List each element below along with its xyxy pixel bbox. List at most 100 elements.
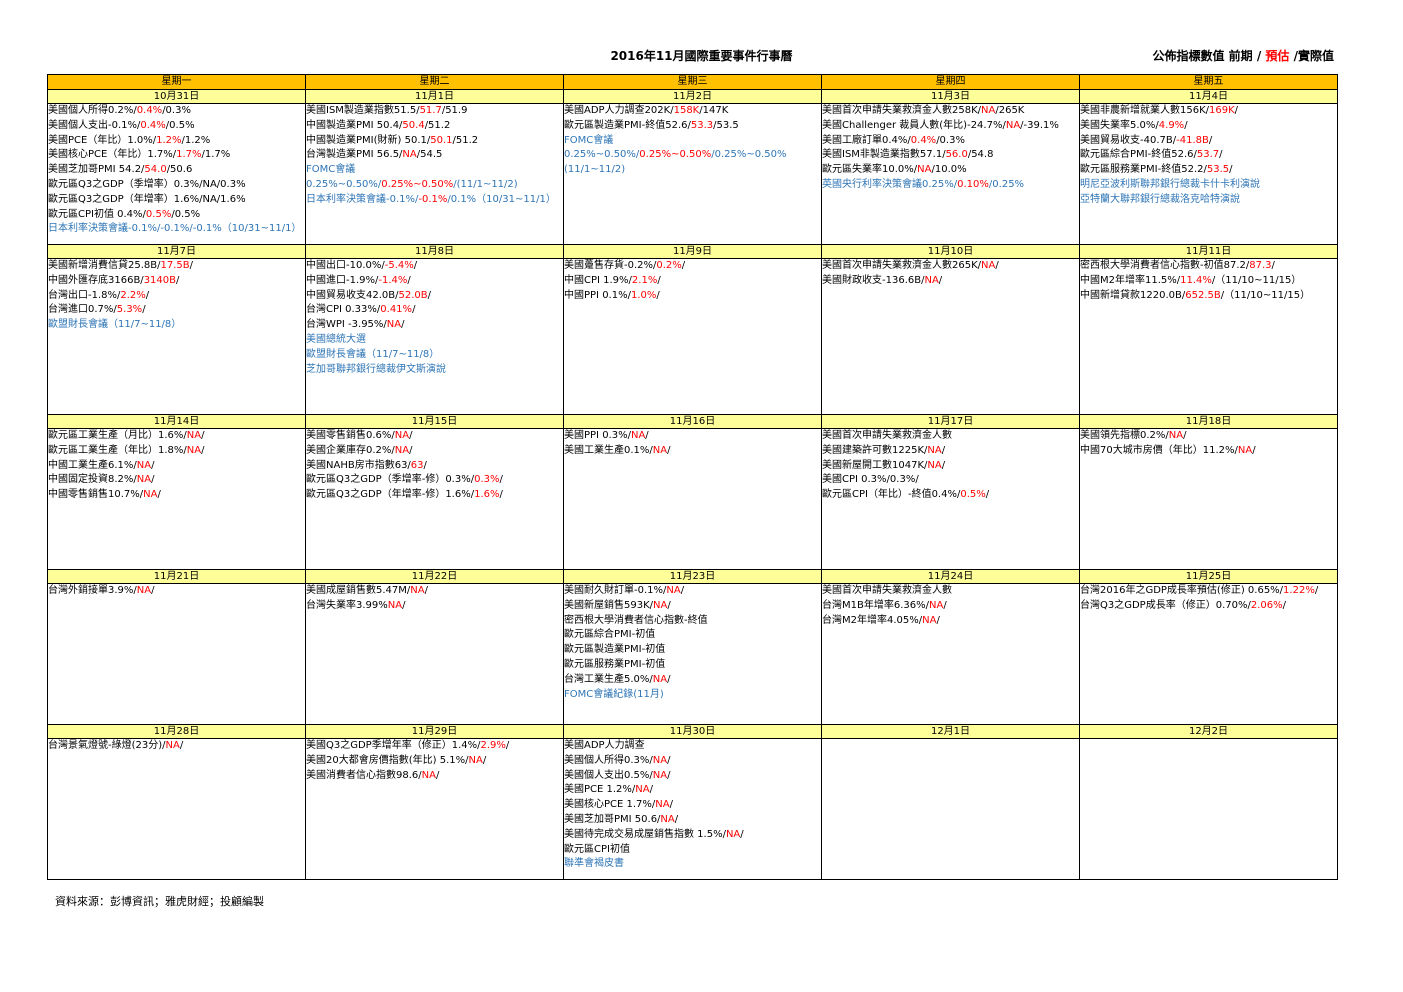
forecast-value: 3140B (143, 274, 176, 286)
event-line: 美國ISM製造業指數51.5/51.7/51.9 (307, 105, 563, 119)
event-note: FOMC會議0.25%~0.50%/ (306, 164, 382, 190)
forecast-value: 1.22% (1283, 585, 1315, 596)
event-line: 美國個人支出0.5%/NA/ (564, 769, 821, 784)
event-text: 歐元區Q3之GDP（季增率-修）0.3%/ (306, 474, 475, 486)
event-line: 美國Q3之GDP季增年率（修正）1.4%/2.9%/ (307, 740, 563, 754)
event-line: 聯準會褐皮書 (565, 857, 821, 872)
forecast-value: NA (136, 459, 152, 471)
events-row: 美國個人所得0.2%/0.4%/0.3%美國個人支出-0.1%/0.4%/0.5… (47, 103, 1338, 245)
event-note: /0.25%~0.50%(11/1~11/2) (564, 149, 787, 176)
events-row: 台灣景氣燈號-綠燈(23分)/ NA / 美國Q3之GDP季增年率（修正）1.4%/2… (47, 738, 1338, 880)
event-text: / (985, 489, 990, 501)
event-text: / (142, 304, 146, 316)
event-line: 明尼亞波利斯聯邦銀行總裁卡什卡利演說 (1080, 178, 1337, 193)
forecast-value: 1.0% (630, 289, 657, 301)
event-text: 美國核心PCE（年比）1.7%/ (48, 149, 177, 161)
event-line: 美國零售銷售0.6%/NA/ (307, 430, 563, 444)
event-line: 歐元區綜合PMI-終值52.6/53.7/ (1081, 148, 1337, 163)
event-text: /51.9 (441, 105, 468, 116)
event-text: 歐元區服務業PMI-終值52.2/ (1080, 164, 1207, 176)
day-events-cell: 歐元區工業生產（月比）1.6%/NA/歐元區工業生產（年比）1.8%/NA/中國… (47, 428, 306, 570)
forecast-value: 0.4% (136, 105, 163, 116)
event-text: 美國工業生產0.1%/ (564, 444, 653, 456)
event-text: /0.5% (165, 119, 195, 131)
event-line: 美國新增消費信貸25.8B/17.5B/ (48, 260, 305, 274)
event-line: 密西根大學消費者信心指數-終值 (565, 614, 821, 629)
event-text: 美國PCE 1.2%/ (564, 784, 636, 796)
event-text: / (740, 828, 744, 840)
date-cell: 11月17日 (821, 414, 1080, 429)
event-text: /0.3% (936, 134, 965, 146)
forecast-value: 11.4% (1180, 274, 1212, 286)
event-line: 美國ADP人力調查 (565, 740, 821, 754)
event-text: 美國ISM非製造業指數57.1/ (822, 149, 946, 161)
event-text: 歐元區工業生產（月比）1.6%/ (48, 430, 187, 441)
forecast-value: NA (922, 614, 937, 626)
event-text: /（11/10~11/15） (1211, 274, 1302, 286)
forecast-value: NA (652, 754, 668, 766)
forecast-value: NA (468, 754, 483, 766)
event-note: 明尼亞波利斯聯邦銀行總裁卡什卡利演說 (1080, 178, 1261, 190)
forecast-value: -41.8B (1176, 134, 1209, 146)
event-note: 0.25%~0.50%/ (564, 149, 640, 161)
weekday-header: 星期五 (1079, 74, 1338, 90)
day-events-cell: 台灣外銷接單3.9%/NA/ (47, 583, 306, 725)
event-text: /0.3% (162, 105, 191, 116)
day-events-cell: 美國耐久財訂單-0.1%/NA/美國新屋銷售593K/NA/密西根大學消費者信心… (563, 583, 822, 725)
forecast-value: 87.3 (1249, 260, 1272, 271)
event-text: 中國CPI 1.9%/ (564, 274, 632, 286)
event-text: 台灣景氣燈號-綠燈(23分)/ (48, 740, 166, 751)
forecast-value: 50.1 (430, 134, 453, 146)
event-line: 歐元區服務業PMI-初值 (564, 658, 821, 673)
events-row: 台灣外銷接單3.9%/NA/美國成屋銷售數5.47M/NA/台灣失業率3.99%… (47, 583, 1338, 725)
event-text: / (201, 444, 205, 456)
event-text: / (1229, 164, 1233, 176)
event-line: 歐元區製造業PMI-終值52.6/53.3/53.5 (565, 119, 821, 134)
event-text: 歐元區CPI初值 0.4%/ (48, 208, 146, 220)
event-line: 美國首次申請失業救濟金人數265K/NA/ (823, 260, 1079, 274)
event-text: 美國領先指標0.2%/ (1080, 430, 1169, 441)
forecast-value: NA (143, 489, 158, 501)
event-text: 中國PPI 0.1%/ (564, 289, 631, 301)
event-line: 美國財政收支-136.6B/NA/ (823, 274, 1079, 289)
forecast-value: 2.9% (480, 740, 506, 751)
event-text: / (179, 740, 184, 751)
event-text: / (943, 599, 947, 611)
event-line: 美國芝加哥PMI 50.6/NA/ (565, 813, 821, 828)
event-text: / (423, 459, 427, 471)
event-note: 日本利率決策會議-0.1%/-0.1%/-0.1%（10/31~11/1） (48, 223, 302, 235)
event-line: 美國個人支出-0.1%/0.4%/0.5% (49, 119, 305, 134)
forecast-value: NA (386, 319, 402, 331)
forecast-value: -0.1% (418, 193, 448, 205)
event-text: 歐元區Q3之GDP（季增率）0.3%/NA/0.3% (48, 178, 246, 190)
event-text: 美國新增消費信貸25.8B/ (48, 260, 161, 271)
forecast-value: NA (1237, 444, 1253, 456)
event-text: 美國20大都會房價指數(年比) 5.1%/ (306, 754, 469, 766)
event-line: 美國耐久財訂單-0.1%/NA/ (565, 585, 821, 599)
event-line: 美國建築許可數1225K/NA/ (823, 444, 1079, 459)
forecast-value: NA (655, 799, 670, 811)
event-text: 歐元區服務業PMI-初值 (564, 658, 666, 670)
day-events-cell: 美國成屋銷售數5.47M/NA/台灣失業率3.99%NA/ (305, 583, 564, 725)
event-text: 美國PPI 0.3%/ (564, 430, 631, 441)
event-text: 美國新屋開工數1047K/ (822, 459, 928, 471)
event-text: 美國個人支出0.5%/ (564, 769, 653, 781)
date-cell: 11月25日 (1079, 569, 1338, 584)
forecast-value: 5.3% (116, 304, 143, 316)
event-text: 歐元區綜合PMI-初值 (564, 629, 656, 641)
event-text: /265K (995, 105, 1025, 116)
event-line: 美國總統大選 (307, 333, 563, 348)
event-text: / (151, 474, 155, 486)
event-text: 美國成屋銷售數5.47M/ (306, 585, 411, 596)
weekday-header: 星期二 (305, 74, 564, 90)
event-text: / (499, 489, 503, 501)
event-text: / (407, 274, 411, 286)
event-line: 台灣製造業PMI 56.5/NA/54.5 (307, 148, 563, 163)
date-cell: 11月1日 (305, 89, 564, 104)
event-text: / (499, 474, 503, 486)
date-cell: 11月7日 (47, 244, 306, 259)
event-text: / (427, 289, 432, 301)
forecast-value: NA (652, 769, 668, 781)
